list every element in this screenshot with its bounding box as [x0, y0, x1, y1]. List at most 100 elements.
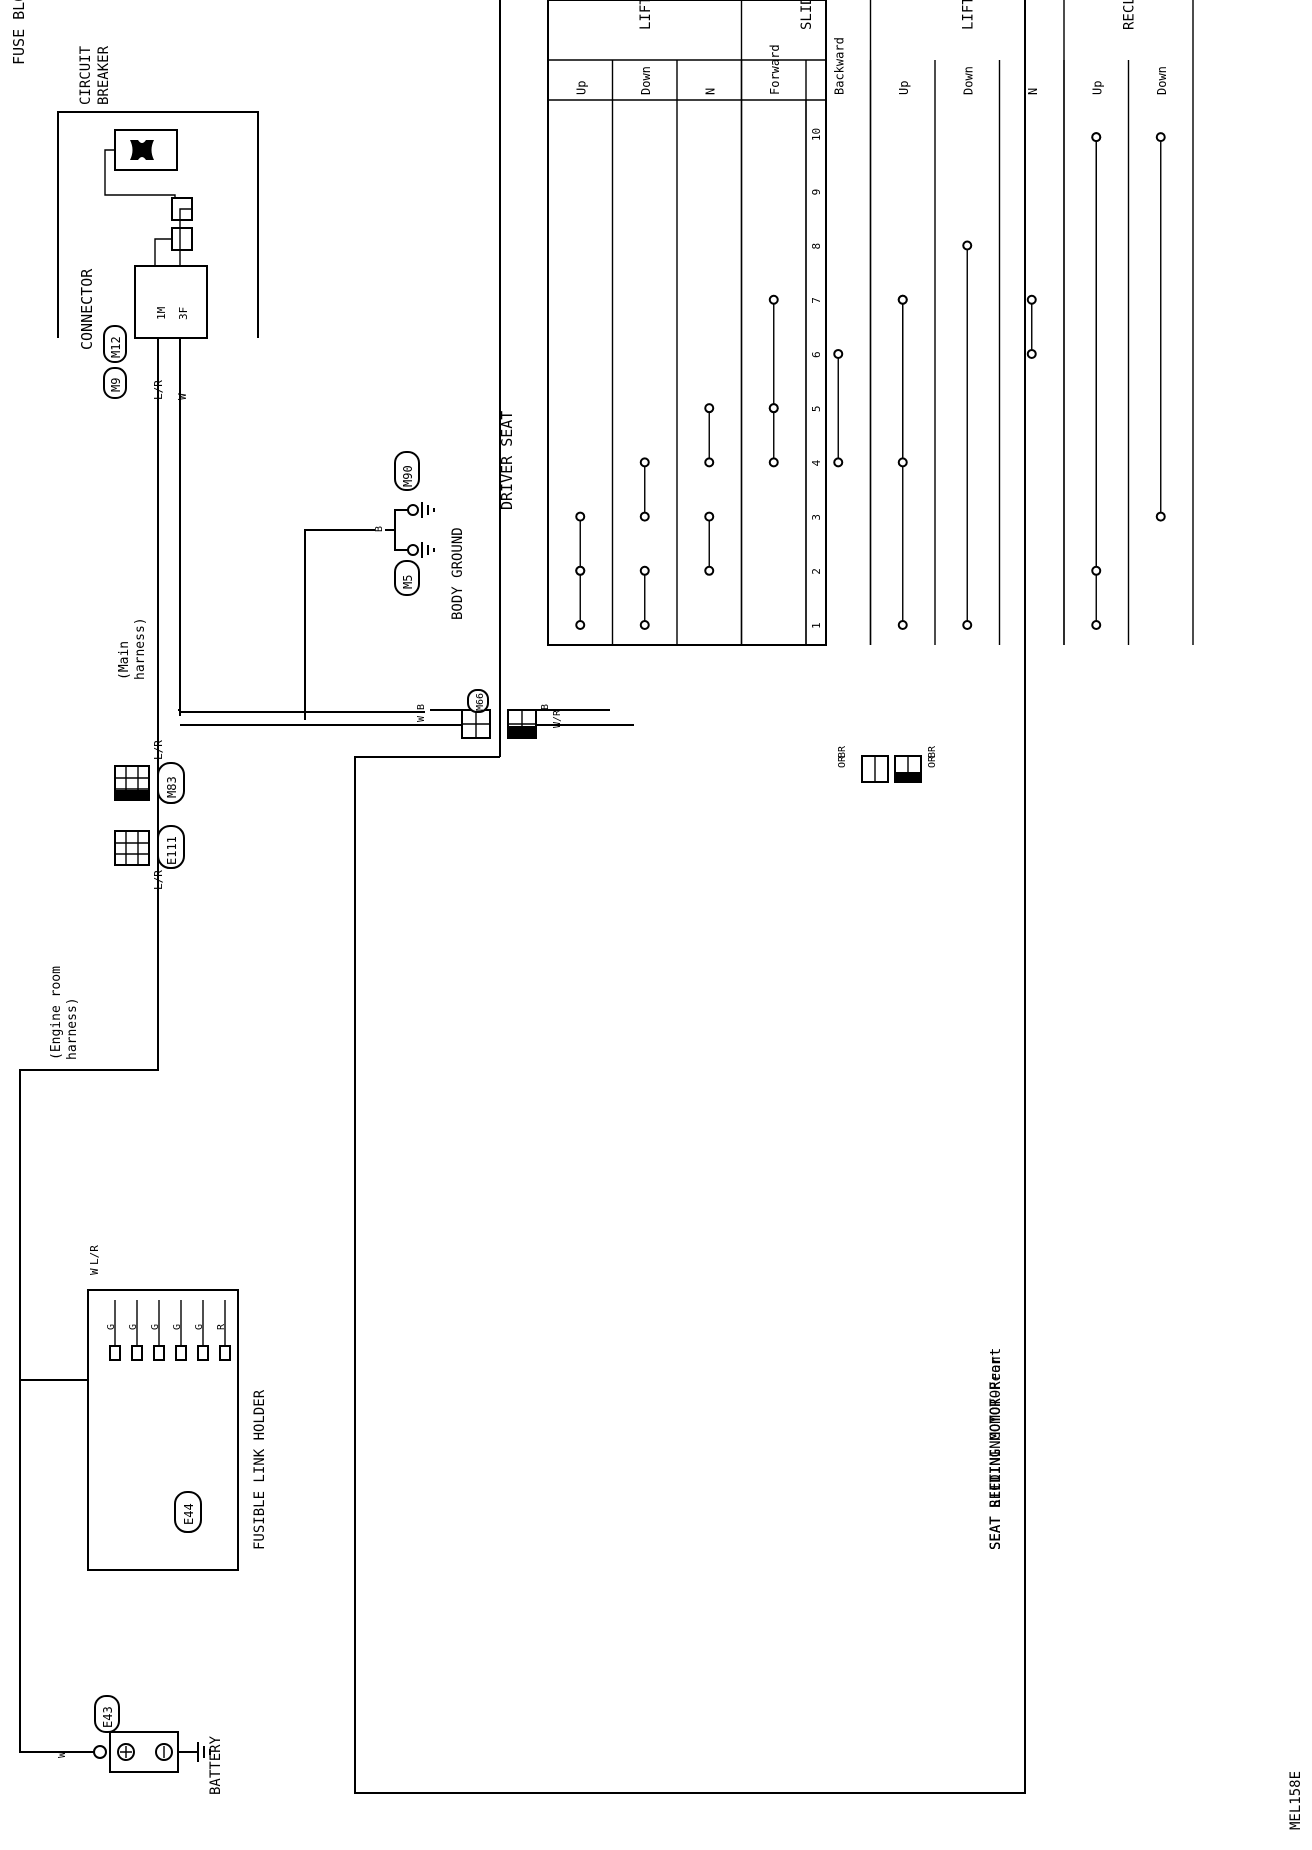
driver-seat-title: DRIVER SEAT	[498, 411, 516, 510]
ground-symbol-1	[421, 502, 435, 518]
switch-row-6: 6	[810, 351, 823, 358]
fuse-breaker-label-2: BREAKER	[96, 45, 112, 105]
switch-group-slide: SLIDE	[799, 0, 815, 30]
connector-id-m12	[103, 325, 127, 363]
switch-contact	[1026, 348, 1037, 359]
switch-col-2: Down	[639, 66, 653, 95]
ground-lug-m90	[407, 504, 419, 516]
switch-row-3: 3	[810, 514, 823, 521]
switch-contact	[639, 457, 650, 468]
switch-contact	[575, 620, 586, 630]
wire-lr-main	[157, 338, 160, 771]
br-label-1: BR	[837, 745, 848, 758]
ground-id-m5	[394, 560, 420, 596]
m66-female-fill	[508, 726, 536, 738]
br-or-female-fill	[895, 772, 921, 782]
fuse-block-title: FUSE BLOCK	[10, 0, 28, 65]
connector-m9-m12: CONNECTOR M9 M12 L/R W	[78, 268, 189, 400]
fusible-link-holder: FUSIBLE LINK HOLDER E44 L/R W	[87, 1245, 268, 1571]
switch-contact	[768, 403, 779, 414]
driver-seat-outline	[354, 0, 1026, 1794]
switch-contact	[768, 457, 779, 468]
m83-grid	[115, 766, 149, 800]
switch-group-reclining: RECLINING	[1122, 0, 1138, 30]
motor-block-1: SEAT LIFTING MOTOR-Front	[988, 1348, 1004, 1550]
wire-b-ground	[304, 529, 375, 720]
motor-block-4: SEAT RECLINING MOTOR	[988, 1381, 1004, 1550]
switch-col-3: N	[703, 88, 717, 95]
m83-fill	[115, 790, 149, 800]
switch-row-7: 7	[810, 297, 823, 304]
motor-title-1: SEAT LIFTING MOTOR-Front	[988, 1348, 1004, 1550]
fuse-block-outline	[57, 111, 259, 338]
fusible-link-6-icon	[219, 1345, 231, 1361]
wire-w-to-m66	[179, 710, 425, 713]
switch-row-5: 5	[810, 406, 823, 413]
switch-col-4: Forward	[768, 44, 782, 95]
m83-wire-lr: L/R	[152, 740, 165, 760]
switch-col-9: Up	[1090, 81, 1104, 95]
switch-contact	[1155, 511, 1166, 522]
m66-wire-w: W	[416, 715, 427, 722]
fusible-link-1-icon	[109, 1345, 121, 1361]
switch-contact	[704, 565, 715, 576]
motor-title-4: SEAT RECLINING MOTOR	[988, 1381, 1004, 1550]
fusible-link-4-icon	[175, 1345, 187, 1361]
e111-id-badge	[157, 825, 185, 869]
br-label-2: BR	[927, 745, 938, 758]
battery-label: BATTERY	[208, 1735, 224, 1795]
fusible-wire-w: W	[88, 1268, 101, 1275]
footer-code: MEL158E	[1288, 1771, 1304, 1830]
m66-wire-wr: W/R	[552, 709, 563, 728]
fuse-terminal-female	[171, 227, 193, 251]
fuse-wire-a	[154, 238, 172, 266]
fusible-id-badge	[174, 1491, 202, 1533]
connector-title: CONNECTOR	[78, 268, 96, 350]
switch-col-1: Up	[574, 81, 588, 95]
fuse-pin-1m: 1M	[155, 306, 168, 320]
switch-contact	[833, 348, 844, 359]
motor-block-3: SEAT LIFTING MOTOR-Rear	[988, 1356, 1004, 1550]
battery-connector-badge	[94, 1695, 120, 1733]
fusible-link-1-label: G	[106, 1324, 117, 1330]
switch-row-9: 9	[810, 189, 823, 196]
switch-col-7: Down	[961, 66, 975, 95]
fusible-wire-lr: L/R	[88, 1245, 101, 1265]
fusible-link-5-label: G	[194, 1324, 205, 1330]
or-label-2: OR	[927, 755, 938, 768]
battery-ground-icon	[178, 1742, 211, 1762]
motor-title-3: SEAT LIFTING MOTOR-Rear	[988, 1356, 1004, 1550]
switch-table-frame	[547, 0, 827, 646]
ground-id-m5-text: M5	[401, 575, 415, 589]
or-label-1: OR	[837, 755, 848, 768]
switch-row-2: 2	[810, 568, 823, 575]
switch-contact	[897, 457, 908, 468]
engine-harness-label-2: harness)	[65, 997, 80, 1060]
fuse-block: FUSE BLOCK CIRCUIT BREAKER 1M 3F	[10, 0, 259, 339]
switch-contact	[575, 511, 586, 522]
ground-lug-m5	[407, 544, 419, 556]
fuse-wire-b	[179, 208, 192, 266]
switch-row-10: 10	[810, 128, 823, 141]
fusible-link-5-icon	[197, 1345, 209, 1361]
switch-contact	[704, 511, 715, 522]
fusible-id-text: E44	[182, 1503, 196, 1525]
battery-plus-icon	[120, 1746, 132, 1758]
switch-col-8: N	[1026, 88, 1040, 95]
switch-contact	[1091, 565, 1102, 576]
switch-contact	[962, 240, 973, 251]
e111-block	[114, 830, 150, 866]
switch-col-6: Up	[897, 81, 911, 95]
body-ground-title: BODY GROUND	[450, 527, 466, 620]
m66-wire-b: B	[416, 704, 427, 710]
m66-male-grid	[462, 710, 490, 738]
switch-contact	[1155, 132, 1166, 143]
fusible-link-2-label: G	[128, 1324, 139, 1330]
battery-wire-w: W	[57, 1751, 68, 1758]
fusible-link-3-icon	[153, 1345, 165, 1361]
fusible-link-4-label: G	[172, 1324, 183, 1330]
